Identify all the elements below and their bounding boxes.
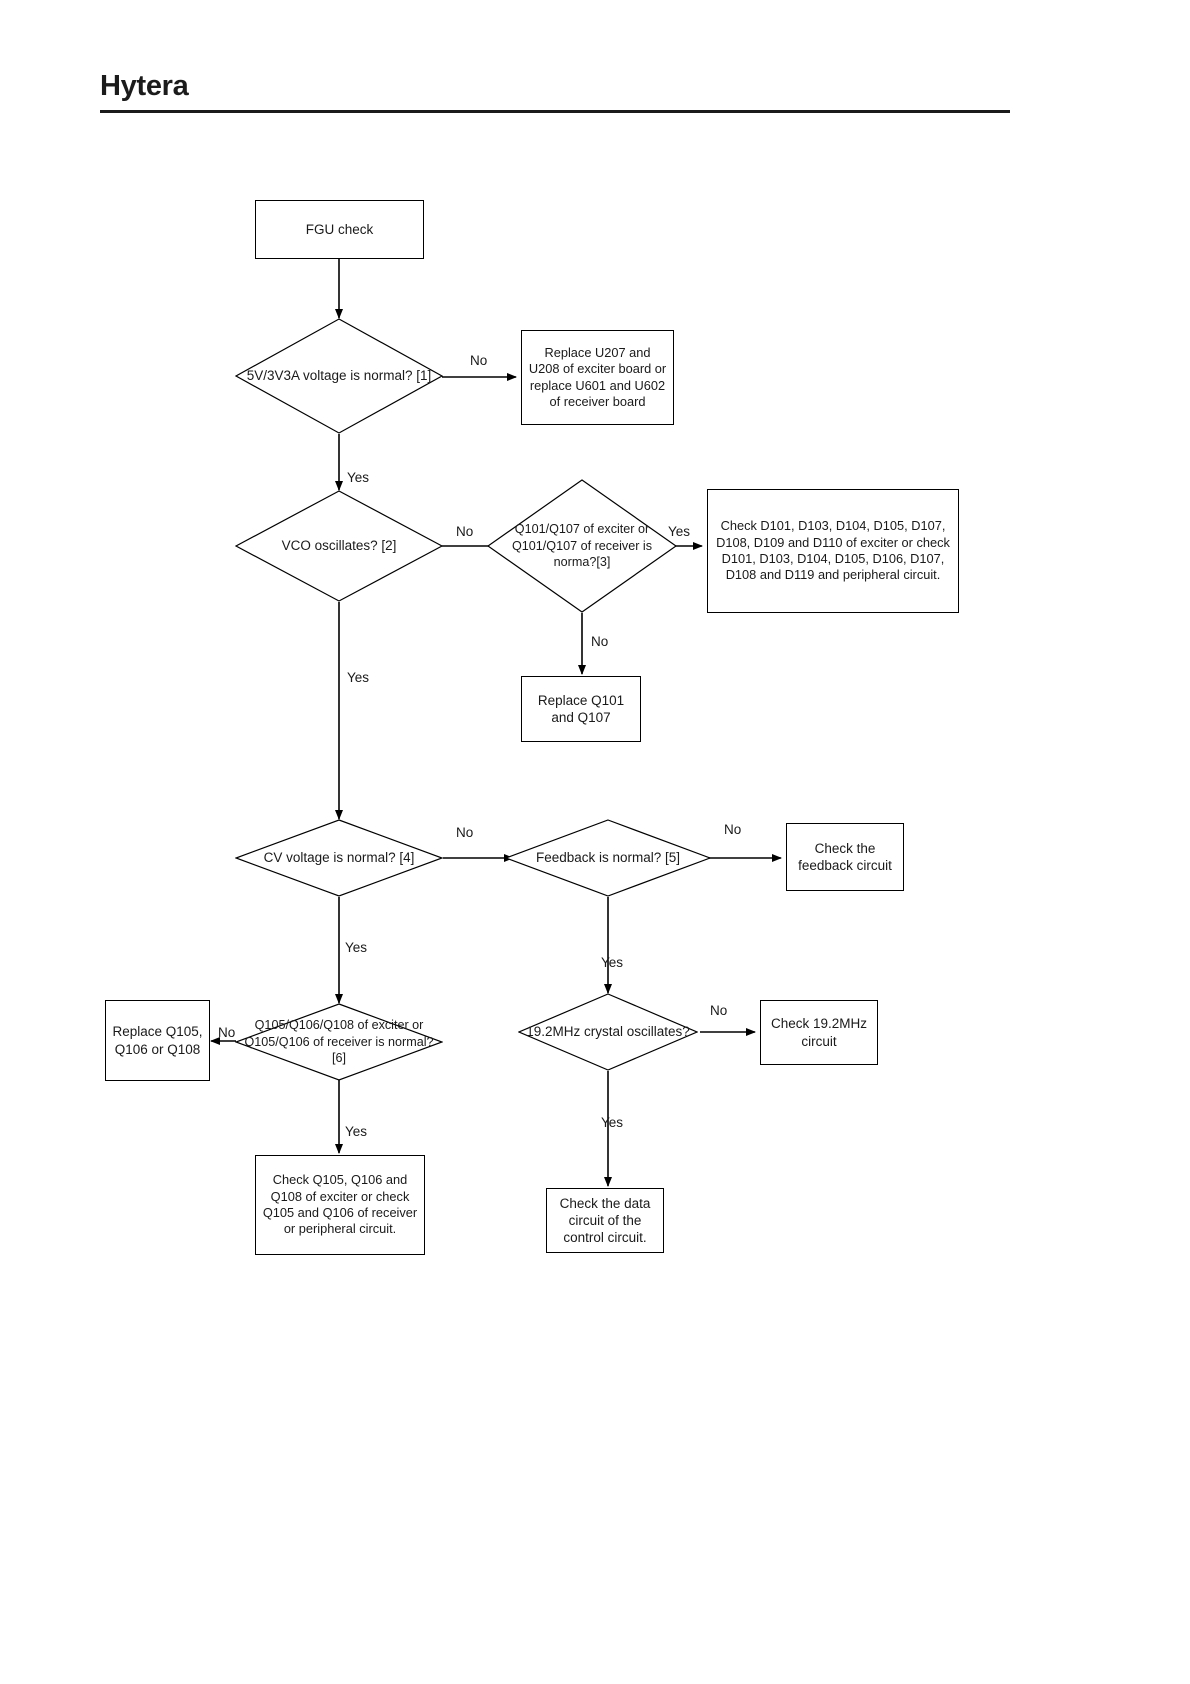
- node-check-q105-q106-q108[interactable]: Check Q105, Q106 and Q108 of exciter or …: [255, 1155, 425, 1255]
- edge-label-d1-no: No: [470, 353, 488, 368]
- edge-label-d7-no: No: [710, 1003, 728, 1018]
- node-label: 19.2MHz crystal oscillates?: [526, 1024, 690, 1040]
- node-fgu-check[interactable]: FGU check: [255, 200, 424, 259]
- diamond-shape: [235, 318, 443, 434]
- diamond-shape: [518, 993, 698, 1071]
- diamond-shape: [235, 819, 443, 897]
- page-header: Hytera: [100, 62, 1010, 122]
- node-vco-oscillates-decision[interactable]: VCO oscillates? [2]: [235, 490, 443, 602]
- edge-label-d7-yes: Yes: [601, 1115, 624, 1130]
- edge-label-d5-no: No: [724, 822, 742, 837]
- edge-label-d4-yes: Yes: [345, 940, 368, 955]
- diamond-shape: [235, 1003, 443, 1081]
- node-check-diodes[interactable]: Check D101, D103, D104, D105, D107, D108…: [707, 489, 959, 613]
- diamond-shape: [505, 819, 711, 897]
- node-label: CV voltage is normal? [4]: [263, 850, 415, 866]
- edge-label-d1-yes: Yes: [347, 470, 370, 485]
- node-q105-q106-q108-decision[interactable]: Q105/Q106/Q108 of exciter or Q105/Q106 o…: [235, 1003, 443, 1081]
- node-check-data-circuit[interactable]: Check the data circuit of the control ci…: [546, 1188, 664, 1253]
- node-feedback-decision[interactable]: Feedback is normal? [5]: [505, 819, 711, 897]
- edge-label-d2-no: No: [456, 524, 474, 539]
- node-label: VCO oscillates? [2]: [281, 538, 397, 554]
- node-label: Feedback is normal? [5]: [535, 850, 681, 866]
- node-label: Q101/Q107 of exciter or Q101/Q107 of rec…: [511, 522, 652, 570]
- edge-label-d3-no: No: [591, 634, 609, 649]
- node-replace-q105-q106-q108[interactable]: Replace Q105, Q106 or Q108: [105, 1000, 210, 1081]
- node-crystal-oscillates-decision[interactable]: 19.2MHz crystal oscillates?: [518, 993, 698, 1071]
- node-check-feedback-circuit[interactable]: Check the feedback circuit: [786, 823, 904, 891]
- diamond-shape: [487, 479, 677, 613]
- edge-label-d4-no: No: [456, 825, 474, 840]
- diamond-shape: [235, 490, 443, 602]
- node-5v-3v3a-decision[interactable]: 5V/3V3A voltage is normal? [1]: [235, 318, 443, 434]
- node-q101-q107-decision[interactable]: Q101/Q107 of exciter or Q101/Q107 of rec…: [487, 479, 677, 613]
- brand-logo-text: Hytera: [100, 70, 189, 102]
- edge-label-d5-yes: Yes: [601, 955, 624, 970]
- edge-label-d3-yes: Yes: [668, 524, 691, 539]
- node-replace-u207-u208[interactable]: Replace U207 and U208 of exciter board o…: [521, 330, 674, 425]
- node-label: Q105/Q106/Q108 of exciter or Q105/Q106 o…: [244, 1018, 434, 1066]
- node-label: 5V/3V3A voltage is normal? [1]: [246, 368, 432, 384]
- node-check-crystal-circuit[interactable]: Check 19.2MHz circuit: [760, 1000, 878, 1065]
- header-divider: [100, 110, 1010, 113]
- edge-label-d6-yes: Yes: [345, 1124, 368, 1139]
- node-cv-voltage-decision[interactable]: CV voltage is normal? [4]: [235, 819, 443, 897]
- edge-label-d6-no: No: [218, 1025, 236, 1040]
- node-replace-q101-q107[interactable]: Replace Q101 and Q107: [521, 676, 641, 742]
- edge-label-d2-yes: Yes: [347, 670, 370, 685]
